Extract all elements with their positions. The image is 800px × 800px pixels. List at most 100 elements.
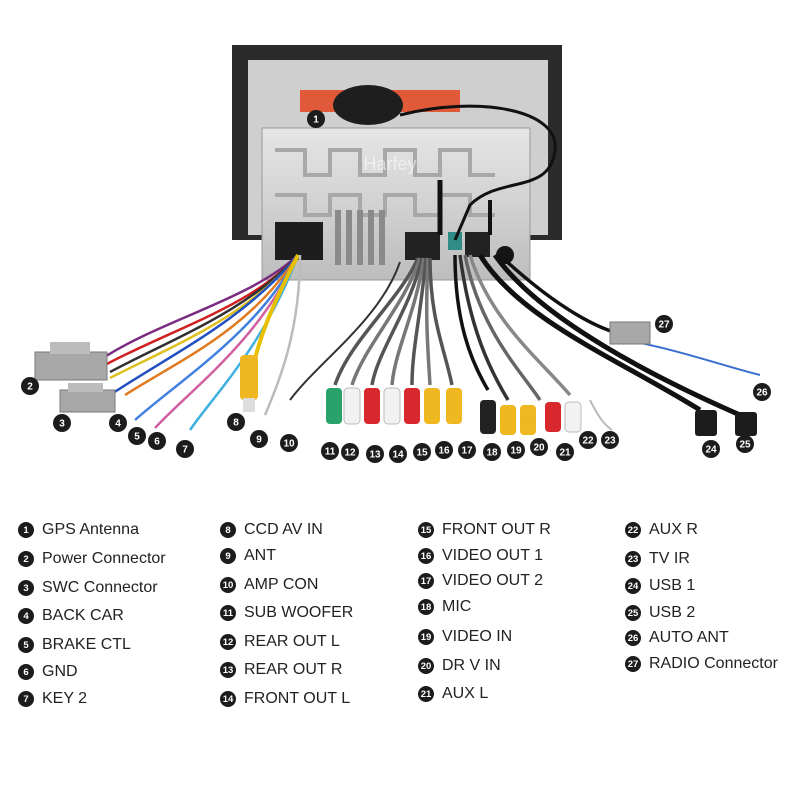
rca-aux-l — [545, 402, 561, 432]
legend-item: 17 VIDEO OUT 2 — [418, 571, 543, 591]
callout-20: 20 — [530, 438, 548, 456]
callout-26: 26 — [753, 383, 771, 401]
legend-number: 26 — [625, 630, 641, 646]
legend-label: VIDEO OUT 2 — [442, 572, 544, 589]
power-connector — [34, 342, 108, 381]
power-harness — [99, 254, 302, 431]
watermark: Harfey — [363, 154, 416, 174]
legend-label: REAR OUT L — [244, 633, 340, 650]
wiring-diagram: Harfey — [21, 45, 771, 463]
legend-label: BACK CAR — [42, 607, 124, 624]
legend-label: SWC Connector — [42, 579, 158, 596]
callout-23: 23 — [601, 431, 619, 449]
svg-text:22: 22 — [582, 436, 594, 447]
rca-video-out-2 — [446, 388, 462, 424]
callout-19: 19 — [507, 441, 525, 459]
callout-25: 25 — [736, 435, 754, 453]
callout-11: 11 — [321, 442, 339, 460]
usb-socket — [465, 232, 490, 257]
svg-text:1: 1 — [313, 115, 319, 126]
legend-item: 4 BACK CAR — [18, 606, 124, 626]
legend-number: 13 — [220, 662, 236, 678]
tv-ir-wire — [589, 399, 613, 431]
legend-label: VIDEO OUT 1 — [442, 547, 544, 564]
rear-vent — [335, 210, 385, 265]
legend-number: 11 — [220, 605, 236, 621]
usb-connectors — [695, 410, 757, 436]
rca-plugs — [326, 387, 582, 435]
legend-label: ANT — [244, 547, 276, 564]
legend-label: DR V IN — [442, 657, 501, 674]
svg-text:18: 18 — [486, 448, 498, 459]
legend-label: MIC — [442, 598, 472, 615]
legend-number: 12 — [220, 634, 236, 650]
legend-label: RADIO Connector — [649, 655, 778, 672]
legend-number: 18 — [418, 599, 434, 615]
legend-label: AMP CON — [244, 576, 319, 593]
callout-7: 7 — [176, 440, 194, 458]
svg-text:17: 17 — [461, 446, 473, 457]
gps-socket — [448, 232, 462, 250]
callout-15: 15 — [413, 443, 431, 461]
ccd-av-plug — [240, 355, 258, 400]
callout-12: 12 — [341, 443, 359, 461]
callout-16: 16 — [435, 441, 453, 459]
callout-1: 1 — [307, 110, 325, 128]
legend-number: 6 — [18, 664, 34, 680]
legend-label: BRAKE CTL — [42, 636, 131, 653]
legend-label: FRONT OUT L — [244, 690, 351, 707]
svg-text:8: 8 — [233, 418, 239, 429]
rca-front-out-r — [404, 388, 420, 424]
callout-5: 5 — [128, 427, 146, 445]
radio-connector — [609, 321, 651, 345]
mic-plug — [480, 400, 496, 434]
legend-label: CCD AV IN — [244, 521, 323, 538]
callout-17: 17 — [458, 441, 476, 459]
rca-rear-out-l — [343, 387, 361, 425]
svg-text:14: 14 — [392, 450, 404, 461]
legend-number: 25 — [625, 605, 641, 621]
legend-number: 17 — [418, 573, 434, 589]
legend-item: 16 VIDEO OUT 1 — [418, 546, 543, 566]
legend-item: 18 MIC — [418, 597, 471, 617]
av-cable-bundle — [289, 253, 761, 418]
rca-sub-woofer — [326, 388, 342, 424]
svg-text:11: 11 — [325, 447, 336, 458]
legend-number: 4 — [18, 608, 34, 624]
swc-connector — [59, 383, 116, 413]
svg-text:3: 3 — [59, 419, 65, 430]
av-socket — [405, 232, 440, 260]
legend-label: FRONT OUT R — [442, 521, 551, 538]
legend-label: AUX L — [442, 685, 489, 702]
ccd-av-tip — [243, 398, 255, 412]
legend-number: 20 — [418, 658, 434, 674]
legend-label: USB 1 — [649, 577, 696, 594]
svg-text:19: 19 — [510, 446, 522, 457]
legend-number: 16 — [418, 548, 434, 564]
callout-14: 14 — [389, 445, 407, 463]
legend-number: 10 — [220, 577, 236, 593]
callout-22: 22 — [579, 431, 597, 449]
svg-text:21: 21 — [559, 448, 571, 459]
legend-label: KEY 2 — [42, 690, 88, 707]
legend-item: 10 AMP CON — [220, 575, 318, 595]
callout-10: 10 — [280, 434, 298, 452]
svg-text:24: 24 — [705, 445, 717, 456]
power-socket — [275, 222, 323, 260]
callout-27: 27 — [655, 315, 673, 333]
